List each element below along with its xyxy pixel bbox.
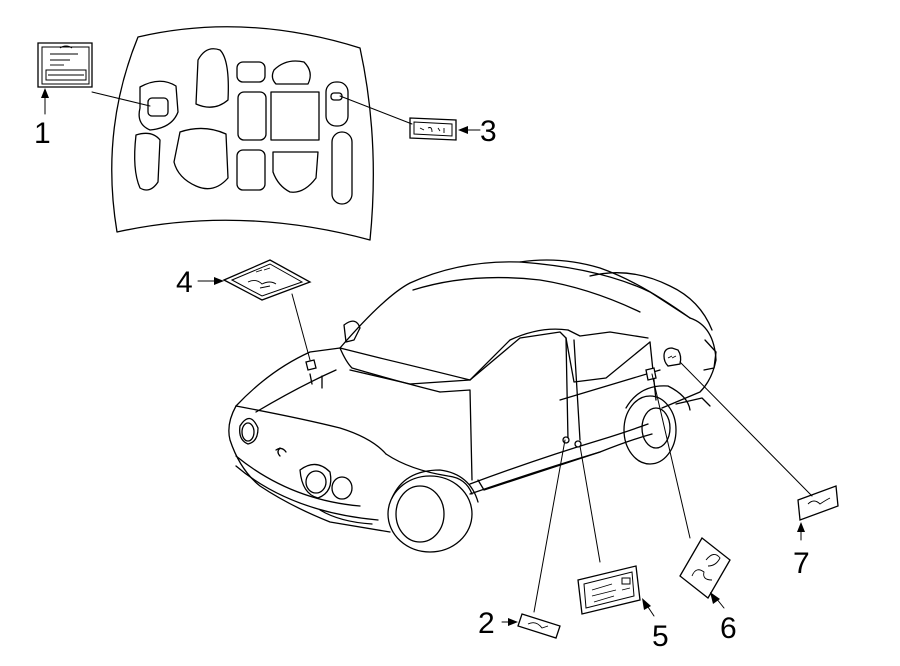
- label-7-part: [797, 485, 839, 521]
- callout-6: 6: [720, 612, 737, 645]
- arrow-1: [41, 88, 49, 115]
- leader-line-1: [91, 91, 151, 107]
- callout-4: 4: [176, 266, 193, 299]
- label-3-part: [409, 117, 457, 141]
- arrow-6: [710, 592, 725, 609]
- leader-line-2: [533, 439, 566, 613]
- callout-5: 5: [652, 620, 669, 653]
- leader-line-6: [651, 373, 691, 539]
- label-4-part: [222, 259, 312, 301]
- leader-line-3: [339, 95, 413, 125]
- arrow-7: [797, 522, 805, 541]
- arrow-3: [458, 126, 481, 134]
- leader-line-4: [291, 293, 311, 361]
- hood-illustration: [111, 26, 374, 241]
- label-1-part: [37, 42, 93, 88]
- label-2-part: [517, 613, 561, 639]
- leader-line-7: [679, 361, 813, 497]
- callout-3: 3: [480, 115, 497, 148]
- arrow-4: [197, 277, 224, 285]
- callout-1: 1: [34, 117, 51, 150]
- arrow-2: [501, 618, 518, 626]
- label-6-part: [679, 537, 731, 599]
- callout-2: 2: [478, 607, 495, 640]
- arrow-5: [642, 598, 655, 617]
- leader-line-5: [579, 445, 601, 563]
- label-5-part: [577, 565, 641, 615]
- car-illustration: [228, 259, 717, 553]
- callout-7: 7: [793, 547, 810, 580]
